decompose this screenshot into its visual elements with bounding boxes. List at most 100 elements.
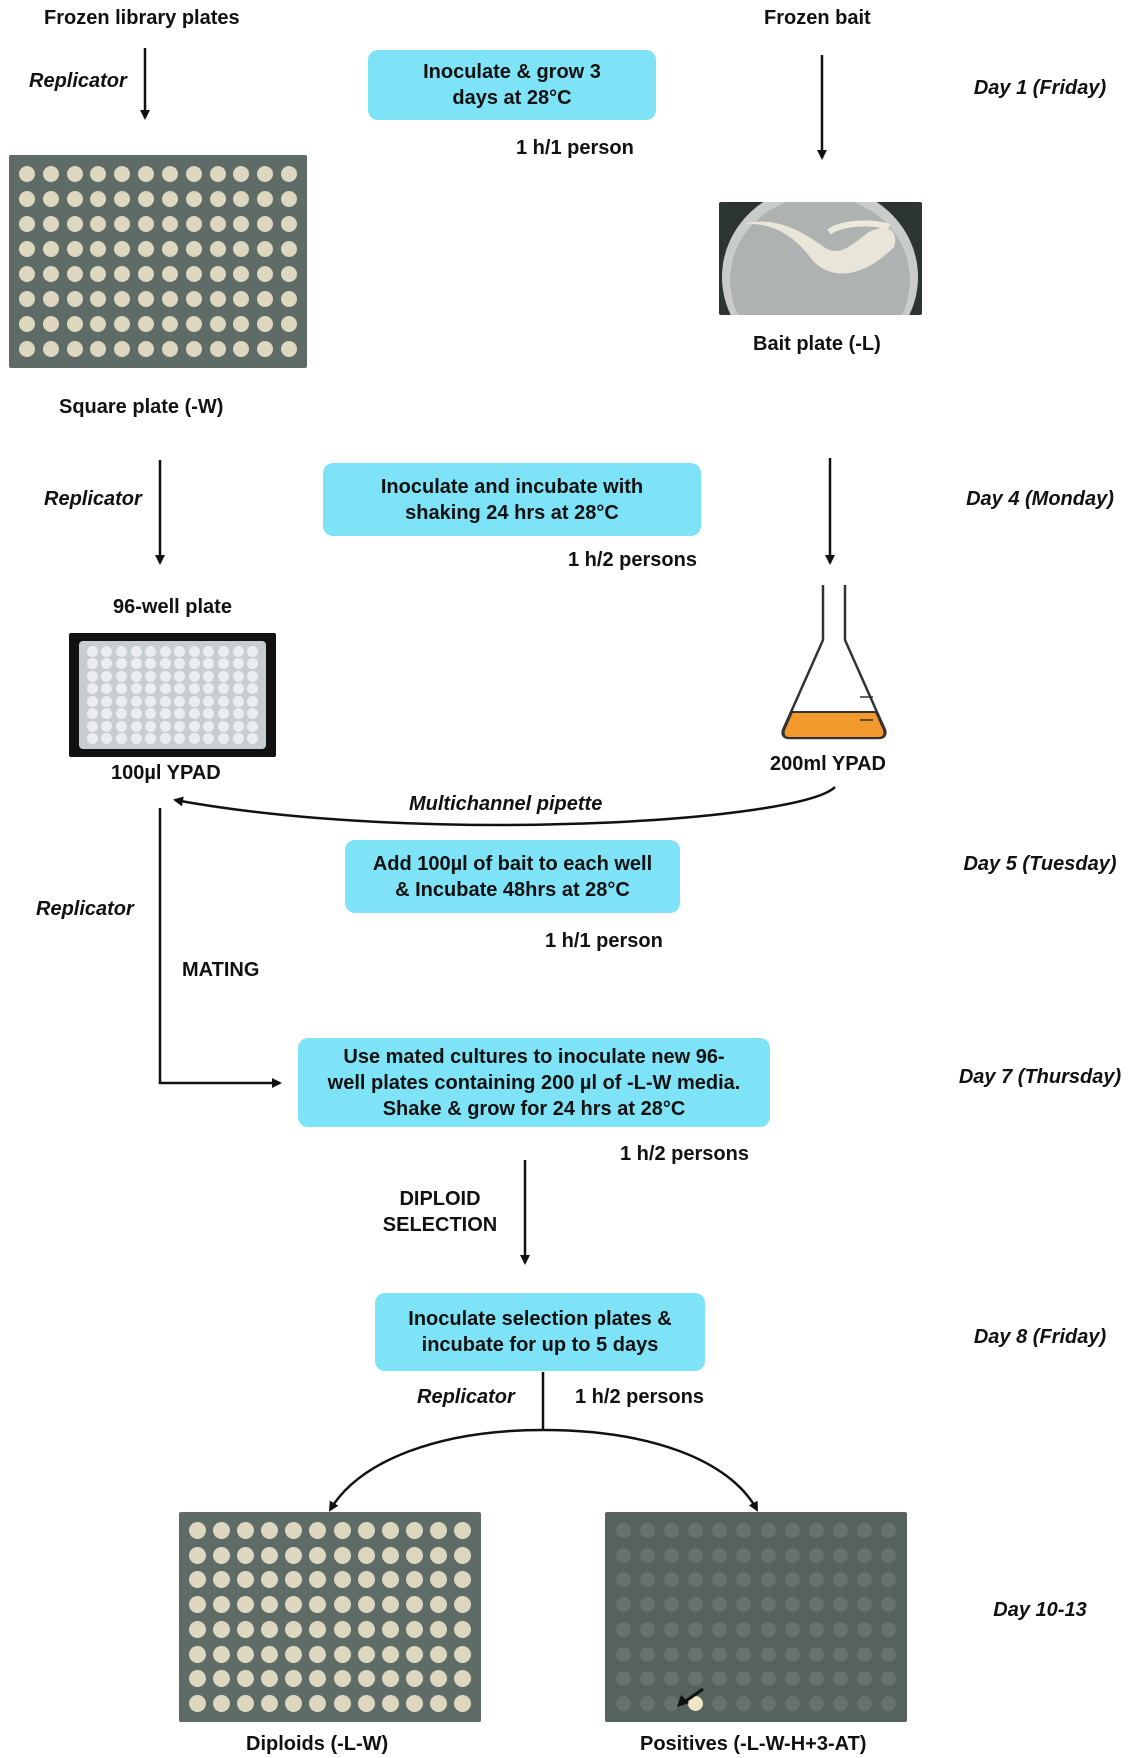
colony-dot [236, 1670, 254, 1688]
colony-dot [881, 1621, 897, 1637]
colony-dot [639, 1547, 655, 1563]
colony-dot [247, 695, 259, 707]
colony-dot [760, 1547, 776, 1563]
colony-dot [381, 1546, 399, 1564]
colony-dot [333, 1695, 351, 1713]
colony-dot [261, 1695, 279, 1713]
colony-dot [159, 695, 171, 707]
colony-dot [209, 341, 226, 358]
colony-dot [188, 670, 200, 682]
colony-dot [174, 683, 186, 695]
colony-dot [688, 1522, 704, 1538]
step-3-line-2: & Incubate 48hrs at 28°C [395, 878, 630, 901]
colony-dot [86, 645, 98, 657]
colony-dot [833, 1621, 849, 1637]
colony-dot [406, 1596, 424, 1614]
colony-dot [66, 240, 83, 257]
well-plate-label: 96-well plate [113, 596, 232, 618]
colony-dot [857, 1597, 873, 1613]
colony-dot [236, 1620, 254, 1638]
colony-dot [185, 165, 202, 182]
colony-dot [712, 1572, 728, 1588]
colony-dot [833, 1646, 849, 1662]
colony-dot [159, 670, 171, 682]
colony-dot [808, 1572, 824, 1588]
colony-dot [101, 658, 113, 670]
colony-dot [161, 341, 178, 358]
colony-dot [281, 316, 298, 333]
colony-dot [760, 1597, 776, 1613]
colony-dot [101, 720, 113, 732]
colony-dot [381, 1596, 399, 1614]
colony-dot [18, 341, 35, 358]
colony-dot [688, 1671, 704, 1687]
colony-dot [18, 266, 35, 283]
colony-dot [261, 1521, 279, 1539]
colony-dot [90, 240, 107, 257]
colony-dot [881, 1547, 897, 1563]
colony-dot [212, 1521, 230, 1539]
colony-dot [203, 683, 215, 695]
colony-dot [233, 165, 250, 182]
step-1-line-2: days at 28°C [452, 87, 572, 109]
colony-dot [808, 1547, 824, 1563]
colony-dot [663, 1522, 679, 1538]
colony-dot [430, 1695, 448, 1713]
colony-dot [209, 240, 226, 257]
colony-dot [247, 733, 259, 745]
flask-image [781, 585, 887, 740]
step-4-line-1: Use mated cultures to inoculate new 96- [343, 1045, 725, 1068]
arrow-to-diploids [328, 1428, 544, 1512]
colony-dot [236, 1695, 254, 1713]
colony-dot [138, 240, 155, 257]
colony-dot [381, 1521, 399, 1539]
colony-dot [309, 1620, 327, 1638]
colony-dot [212, 1670, 230, 1688]
colony-dot [86, 708, 98, 720]
colony-dot [114, 240, 131, 257]
colony-dot [66, 215, 83, 232]
colony-dot [357, 1620, 375, 1638]
replicator-label-2: Replicator [44, 488, 142, 510]
colony-dot [357, 1596, 375, 1614]
colony-dot [406, 1620, 424, 1638]
colony-dot [145, 720, 157, 732]
colony-dot [784, 1646, 800, 1662]
colony-dot [257, 215, 274, 232]
colony-dot [159, 658, 171, 670]
replicator-label-1: Replicator [29, 70, 127, 92]
colony-dot [881, 1671, 897, 1687]
positives-plate-image [605, 1512, 907, 1722]
colony-dot [808, 1646, 824, 1662]
colony-dot [115, 670, 127, 682]
colony-dot [188, 695, 200, 707]
colony-dot [784, 1597, 800, 1613]
colony-dot [247, 708, 259, 720]
colony-dot [760, 1696, 776, 1712]
colony-dot [130, 658, 142, 670]
step-5-effort: 1 h/2 persons [575, 1386, 704, 1408]
arrow-to-positives [542, 1428, 759, 1512]
colony-dot [174, 708, 186, 720]
colony-dot [161, 291, 178, 308]
colony-dot [159, 720, 171, 732]
colony-dot [145, 645, 157, 657]
colony-dot [663, 1671, 679, 1687]
colony-dot [712, 1696, 728, 1712]
colony-dot [159, 733, 171, 745]
colony-dot [639, 1696, 655, 1712]
colony-dot [185, 190, 202, 207]
colony-dot [881, 1572, 897, 1588]
colony-dot [281, 240, 298, 257]
colony-dot [188, 1645, 206, 1663]
colony-dot [203, 708, 215, 720]
colony-dot [639, 1621, 655, 1637]
step-box-2: Inoculate and incubate with shaking 24 h… [323, 463, 701, 536]
mating-label: MATING [182, 959, 260, 981]
colony-dot [736, 1522, 752, 1538]
colony-dot [333, 1546, 351, 1564]
colony-dot [808, 1522, 824, 1538]
colony-dot [130, 708, 142, 720]
colony-dot [712, 1597, 728, 1613]
colony-dot [232, 708, 244, 720]
